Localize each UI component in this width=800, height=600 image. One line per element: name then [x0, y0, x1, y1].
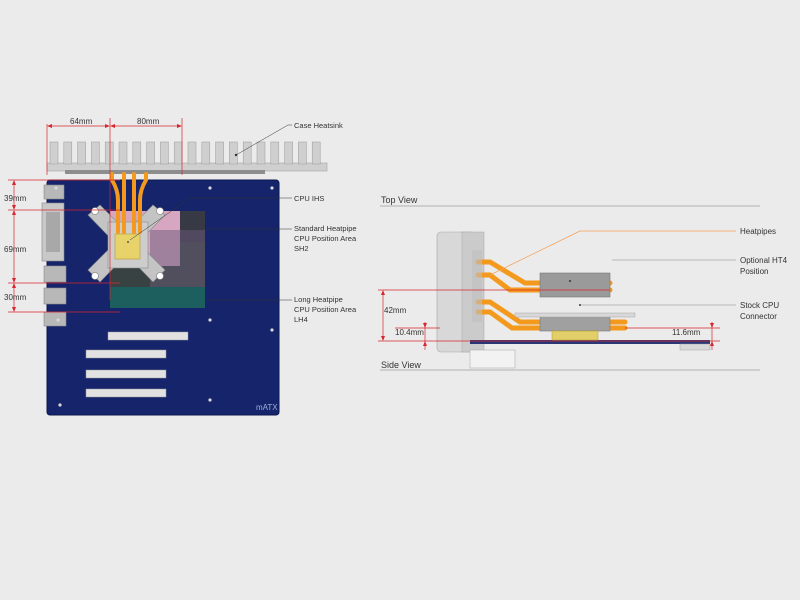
heatsink-fin — [242, 141, 252, 165]
heatsink-fin — [201, 141, 211, 165]
heatsink-fin — [118, 141, 128, 165]
leaders-right — [489, 230, 736, 276]
side-view-label: Side View — [381, 360, 421, 370]
long-area-label-3: LH4 — [294, 315, 308, 324]
standard-area-label-2: CPU Position Area — [294, 234, 357, 243]
heatpipes-label: Heatpipes — [740, 227, 776, 236]
stock-cpu-block — [539, 314, 611, 332]
heatsink-fin — [187, 141, 197, 165]
standard-area-label-1: Standard Heatpipe — [294, 224, 357, 233]
heatsink-fin — [215, 141, 224, 165]
io-ports — [41, 184, 67, 327]
heatsink-fin — [63, 141, 73, 165]
stock-cpu-label-1: Stock CPU — [740, 301, 779, 310]
motherboard-diagram: 64mm 80mm 39mm 69mm 30mm — [4, 117, 357, 416]
dim-30: 30mm — [4, 293, 27, 302]
dim-left — [8, 179, 120, 313]
stock-cpu-label-2: Connector — [740, 312, 777, 321]
leaders-right-gray — [580, 259, 736, 306]
heatsink-fin — [298, 141, 307, 165]
dim-10-4: 10.4mm — [395, 328, 424, 337]
heatsink-fin — [270, 141, 280, 165]
heatsink-fin — [91, 141, 100, 165]
case-heatsink-label: Case Heatsink — [294, 121, 343, 130]
long-area-label-2: CPU Position Area — [294, 305, 357, 314]
mounting-holes — [54, 186, 274, 407]
heatsink-fin — [284, 141, 293, 165]
long-area-label-1: Long Heatpipe — [294, 295, 343, 304]
optional-ht4-label-2: Position — [740, 267, 768, 276]
standard-area-label-3: SH2 — [294, 244, 309, 253]
board-form-factor-label: mATX — [256, 403, 278, 412]
dim-39: 39mm — [4, 194, 27, 203]
heatsink-fin — [160, 141, 169, 165]
heatsink-fin — [256, 141, 266, 165]
heatsink-fin — [104, 141, 114, 165]
cpu-ihs — [114, 233, 141, 260]
heatsink-fin — [229, 141, 238, 165]
heatsink-fin — [49, 141, 59, 165]
optional-ht4-block — [539, 272, 611, 298]
dim-42: 42mm — [384, 306, 407, 315]
side-motherboard — [470, 340, 710, 344]
dim-11-6: 11.6mm — [672, 328, 701, 337]
case-heatsink — [46, 141, 328, 174]
dim-80: 80mm — [137, 117, 160, 126]
expansion-slots — [85, 331, 189, 398]
heatsink-fin — [132, 141, 142, 165]
heatsink-fin — [77, 141, 86, 165]
leaders-left — [129, 124, 292, 301]
top-view-label: Top View — [381, 195, 418, 205]
dim-top — [46, 118, 183, 300]
dim-64: 64mm — [70, 117, 93, 126]
side-view-diagram: Top View Side View — [378, 195, 788, 371]
dim-69: 69mm — [4, 245, 27, 254]
optional-ht4-label-1: Optional HT4 — [740, 256, 788, 265]
heatsink-fin — [173, 141, 183, 165]
cpu-ihs-label: CPU IHS — [294, 194, 324, 203]
heatsink-fin — [146, 141, 155, 165]
heatsink-fin — [311, 141, 321, 165]
